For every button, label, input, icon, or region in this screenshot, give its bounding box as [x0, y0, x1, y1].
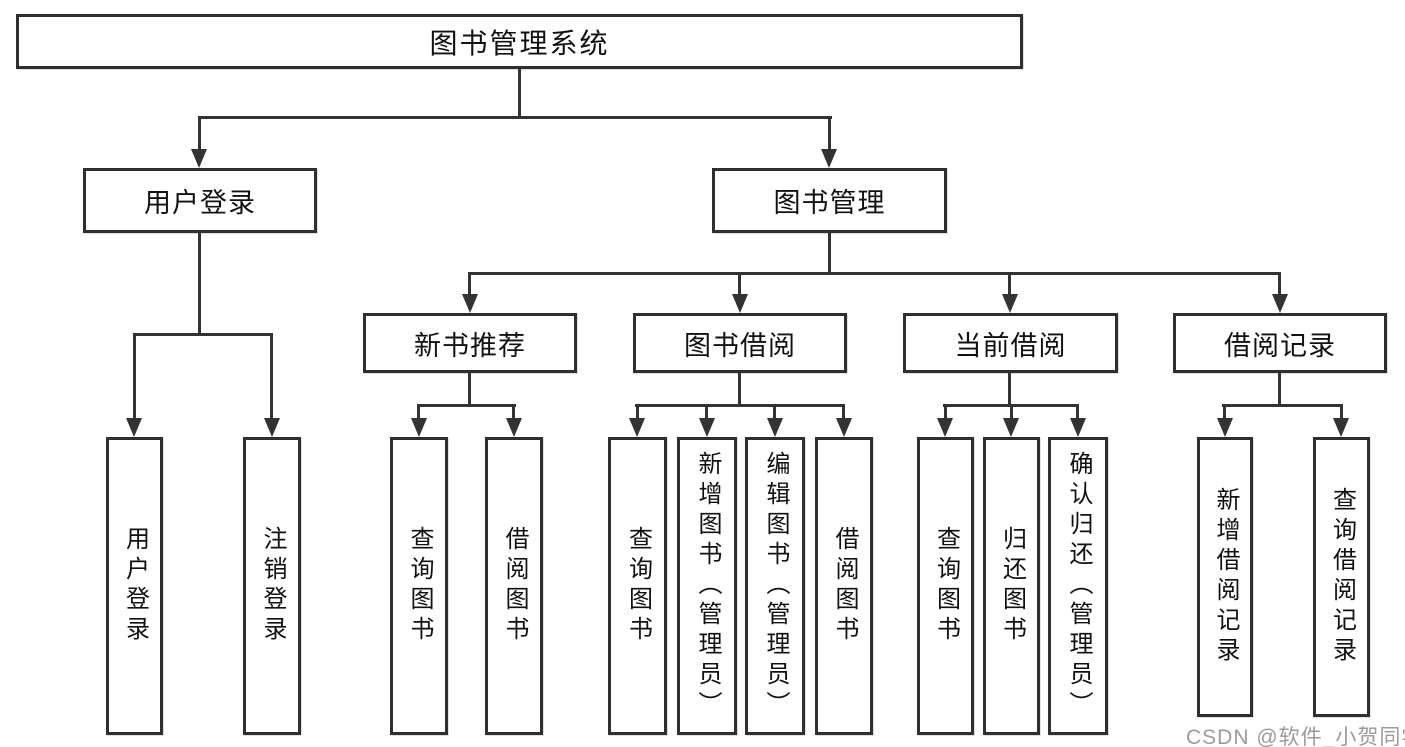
- watermark: CSDN @软件_小贺同学: [1186, 726, 1405, 747]
- connector-line: [738, 272, 741, 297]
- leaf-add-books-admin: 新增图书（管理员）: [677, 437, 737, 735]
- leaf-query-books-current: 查询图书: [917, 437, 974, 735]
- leaf-query-books-borrowing: 查询图书: [608, 437, 667, 735]
- arrowhead-icon: [462, 294, 478, 313]
- connector-line: [417, 404, 516, 407]
- connector-line: [1008, 272, 1011, 297]
- connector-line: [133, 333, 136, 419]
- leaf-borrow-books-borrowing: 借阅图书: [815, 437, 873, 735]
- connector-line: [198, 233, 201, 336]
- node-book-management: 图书管理: [712, 168, 947, 233]
- connector-line: [417, 404, 420, 419]
- connector-line: [512, 404, 515, 419]
- connector-line: [738, 373, 741, 407]
- connector-line: [468, 373, 471, 407]
- node-current-borrowing: 当前借阅: [903, 313, 1118, 373]
- connector-line: [198, 116, 832, 119]
- leaf-logout: 注销登录: [243, 437, 301, 735]
- connector-line: [773, 404, 776, 419]
- connector-line: [1340, 404, 1343, 419]
- connector-line: [828, 116, 831, 152]
- leaf-user-login: 用户登录: [106, 437, 163, 735]
- connector-line: [198, 116, 201, 152]
- connector-line: [1076, 404, 1079, 419]
- arrowhead-icon: [1003, 418, 1019, 437]
- node-user-login: 用户登录: [83, 168, 317, 233]
- arrowhead-icon: [821, 149, 837, 168]
- connector-line: [1008, 373, 1011, 407]
- leaf-query-books-recommend: 查询图书: [390, 437, 448, 735]
- arrowhead-icon: [1070, 418, 1086, 437]
- node-new-book-recommendation: 新书推荐: [363, 313, 577, 373]
- leaf-add-borrow-record: 新增借阅记录: [1197, 437, 1253, 717]
- arrowhead-icon: [1333, 418, 1349, 437]
- arrowhead-icon: [506, 418, 522, 437]
- leaf-edit-books-admin: 编辑图书（管理员）: [745, 437, 805, 735]
- connector-line: [635, 404, 845, 407]
- connector-line: [944, 404, 947, 419]
- arrowhead-icon: [1217, 418, 1233, 437]
- connector-line: [133, 333, 273, 336]
- connector-line: [1278, 272, 1281, 297]
- connector-line: [518, 69, 521, 118]
- leaf-confirm-return-admin: 确认归还（管理员）: [1048, 437, 1108, 735]
- node-borrowing-records: 借阅记录: [1173, 313, 1387, 373]
- connector-line: [1010, 404, 1013, 419]
- arrowhead-icon: [264, 418, 280, 437]
- arrowhead-icon: [191, 149, 207, 168]
- connector-line: [468, 272, 471, 297]
- connector-line: [1278, 373, 1281, 407]
- connector-line: [636, 404, 639, 419]
- leaf-borrow-books-recommend: 借阅图书: [485, 437, 543, 735]
- connector-line: [1223, 404, 1226, 419]
- connector-line: [1222, 404, 1342, 407]
- node-book-borrowing: 图书借阅: [633, 313, 847, 373]
- arrowhead-icon: [732, 294, 748, 313]
- arrowhead-icon: [1272, 294, 1288, 313]
- arrowhead-icon: [629, 418, 645, 437]
- node-library-management-system: 图书管理系统: [16, 14, 1023, 69]
- arrowhead-icon: [767, 418, 783, 437]
- arrowhead-icon: [126, 418, 142, 437]
- connector-line: [705, 404, 708, 419]
- arrowhead-icon: [836, 418, 852, 437]
- arrowhead-icon: [699, 418, 715, 437]
- connector-line: [842, 404, 845, 419]
- leaf-return-books: 归还图书: [983, 437, 1040, 735]
- connector-line: [468, 272, 1281, 275]
- leaf-query-borrow-record: 查询借阅记录: [1313, 437, 1370, 717]
- arrowhead-icon: [1002, 294, 1018, 313]
- arrowhead-icon: [411, 418, 427, 437]
- arrowhead-icon: [937, 418, 953, 437]
- connector-line: [270, 333, 273, 419]
- connector-line: [828, 233, 831, 275]
